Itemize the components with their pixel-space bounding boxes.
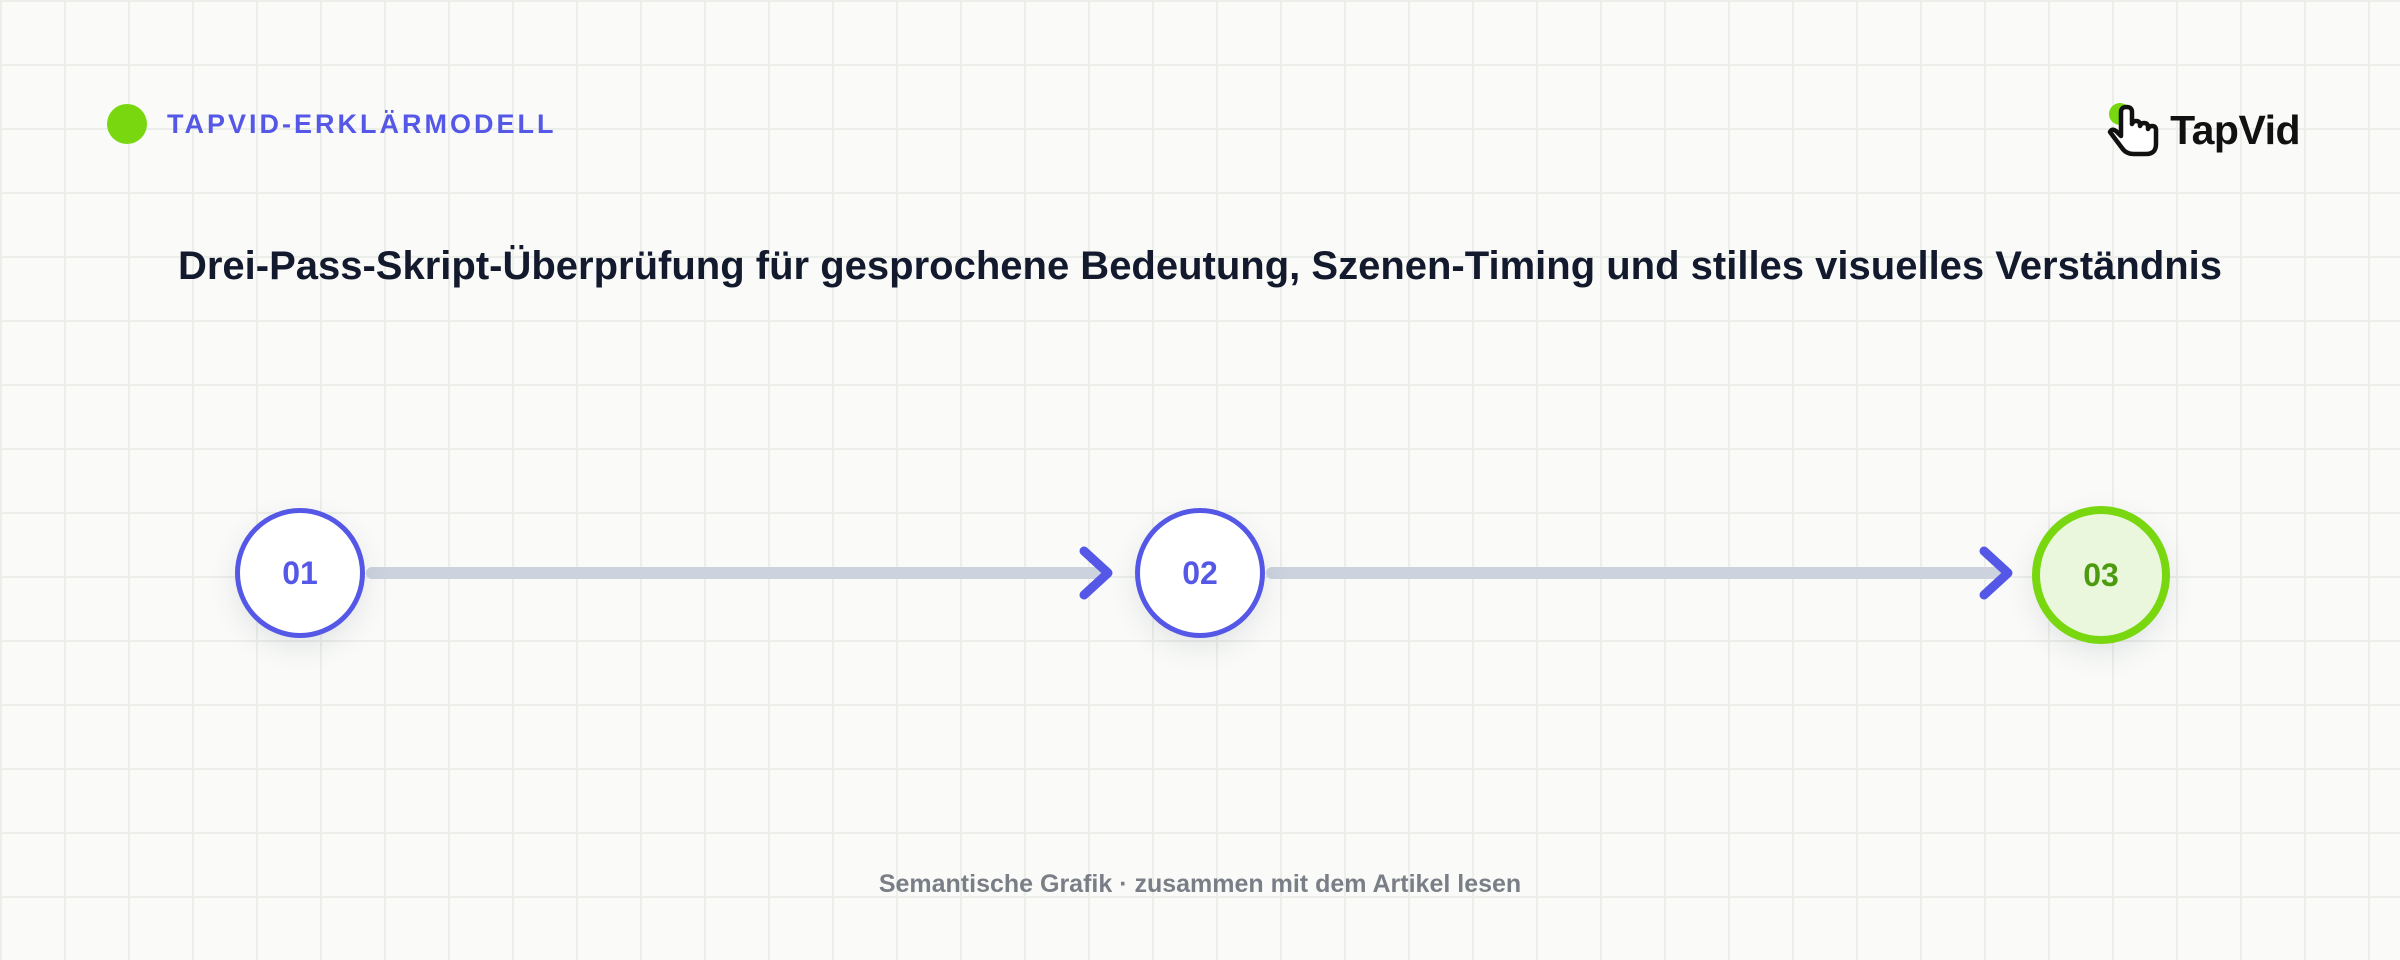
brand-tag: TAPVID-ERKLÄRMODELL bbox=[107, 104, 556, 144]
step-node-1: 01 bbox=[235, 508, 365, 638]
brand-tag-label: TAPVID-ERKLÄRMODELL bbox=[167, 108, 557, 139]
tapvid-logo: TapVid bbox=[2106, 100, 2300, 160]
logo-text: TapVid bbox=[2170, 106, 2300, 153]
step-node-label: 01 bbox=[282, 554, 318, 591]
step-node-label: 02 bbox=[1182, 554, 1218, 591]
tap-hand-icon bbox=[2107, 103, 2159, 157]
step-node-2: 02 bbox=[1135, 508, 1265, 638]
step-node-label: 03 bbox=[2083, 556, 2119, 593]
arrowhead-icon bbox=[1079, 546, 1113, 600]
arrowhead-icon bbox=[1979, 546, 2013, 600]
brand-dot-icon bbox=[107, 104, 147, 144]
step-node-3: 03 bbox=[2032, 506, 2170, 644]
footer-note: Semantische Grafik · zusammen mit dem Ar… bbox=[878, 870, 1522, 898]
page-title: Drei-Pass-Skript-Überprüfung für gesproc… bbox=[177, 244, 2223, 288]
